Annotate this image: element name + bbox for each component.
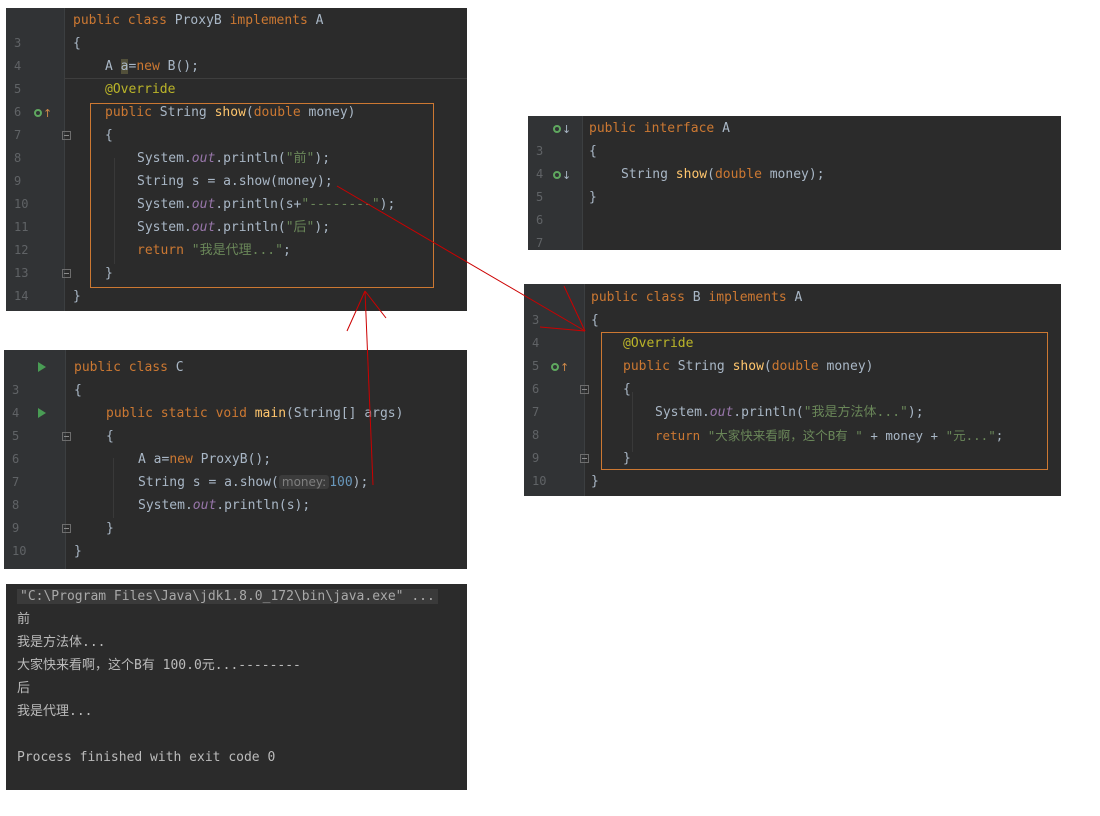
interface-a-editor-panel[interactable]: 3 ↓ public interface A 4 { 5 ↓ String sh… <box>528 116 1061 250</box>
override-gutter-icon[interactable]: ↑ <box>34 101 52 125</box>
code-line-6: 6 { <box>12 429 114 466</box>
code-line-9: 9 System.out.println(s); <box>12 498 311 535</box>
code-line-13: 13 return "我是代理..."; <box>14 243 291 280</box>
code-line-15: 15 } <box>73 289 81 304</box>
code-line-12: 12 System.out.println("后"); <box>14 220 331 257</box>
console-output-line: 大家快来看啊，这个B有 100.0元...-------- <box>17 658 301 673</box>
method-highlight-box <box>601 332 1048 470</box>
fold-icon[interactable] <box>62 131 71 140</box>
indent-guide <box>113 458 114 518</box>
fold-icon[interactable] <box>62 524 71 533</box>
code-line-9: 9 System.out.println("前"); <box>14 151 331 188</box>
class-name: B <box>692 290 701 305</box>
console-output-line: 后 <box>17 681 31 696</box>
code-line-6: 6 @Override <box>6 78 467 119</box>
code-line-10: 10 } <box>12 521 114 558</box>
interface-name: A <box>722 121 730 136</box>
code-line-6: 6 ↑ public String show(double money) <box>524 355 1061 396</box>
run-console-panel[interactable]: "C:\Program Files\Java\jdk1.8.0_172\bin\… <box>6 584 467 790</box>
code-line-6: 6 } <box>536 190 597 227</box>
override-annotation: @Override <box>623 336 694 351</box>
run-icon[interactable] <box>38 408 46 418</box>
fold-icon[interactable] <box>62 432 71 441</box>
method-separator <box>64 78 467 79</box>
fold-icon[interactable] <box>580 454 589 463</box>
implemented-gutter-icon[interactable]: ↓ <box>553 163 571 187</box>
implemented-gutter-icon[interactable]: ↓ <box>553 117 571 141</box>
console-exit-line: Process finished with exit code 0 <box>17 750 276 765</box>
line-number: 3 <box>14 36 22 50</box>
console-command-line: "C:\Program Files\Java\jdk1.8.0_172\bin\… <box>17 585 438 608</box>
code-line-4: 4 { <box>532 313 599 350</box>
proxyb-editor-panel[interactable]: 3 public class ProxyB implements A 4 { 5… <box>6 8 467 311</box>
console-output-line: 我是代理... <box>17 704 93 719</box>
code-line-3: 3 public class C <box>12 360 184 397</box>
fold-icon[interactable] <box>580 385 589 394</box>
method-highlight-box <box>90 103 434 288</box>
code-line-5: 5 A a=new B(); <box>14 59 199 96</box>
code-line-11: 11 } <box>591 474 599 489</box>
code-line-8: 8 String s = a.show(money:100); <box>12 475 369 512</box>
override-gutter-icon[interactable]: ↑ <box>551 355 569 379</box>
console-output-line: 前 <box>17 612 31 627</box>
console-output-line: 我是方法体... <box>17 635 106 650</box>
code-line-5: 5 public static void main(String[] args) <box>12 406 404 443</box>
caret-variable: a <box>120 59 129 74</box>
code-line-8: 8 System.out.println("我是方法体..."); <box>532 405 924 442</box>
code-line-3: 3 public class B implements A <box>532 290 803 327</box>
code-line-9: 9 return "大家快来看啊，这个B有 " + money + "元..."… <box>532 428 1004 465</box>
code-line-7: 7 A a=new ProxyB(); <box>12 452 272 489</box>
override-annotation: @Override <box>105 82 176 97</box>
line-gutter <box>6 8 65 311</box>
fold-icon[interactable] <box>62 269 71 278</box>
code-line-4: 4 { <box>536 144 597 181</box>
indent-guide <box>114 158 115 264</box>
indent-guide <box>632 392 633 452</box>
code-line-11: 11 } <box>12 544 82 569</box>
line-gutter <box>4 350 66 569</box>
code-line-5: 5 @Override <box>524 332 1061 373</box>
class-b-editor-panel[interactable]: 3 public class B implements A 4 { 5 @Ove… <box>524 284 1061 496</box>
run-icon[interactable] <box>38 362 46 372</box>
class-name: C <box>175 360 184 375</box>
class-c-editor-panel[interactable]: 3 public class C 4 { 5 public static voi… <box>4 350 467 569</box>
code-line-10: 10 String s = a.show(money); <box>14 174 333 211</box>
code-line-4: 4 { <box>14 36 81 73</box>
code-line-5: 5 ↓ String show(double money); <box>528 163 1061 204</box>
code-line-3: 3 public class ProxyB implements A <box>6 9 467 50</box>
code-line-10: 10 } <box>532 451 631 488</box>
code-line-4: 4 { <box>12 383 82 420</box>
class-name: ProxyB <box>174 13 222 28</box>
code-line-8: 8 { <box>14 128 113 165</box>
parameter-hint: money: <box>278 475 330 489</box>
code-line-14: 14 } <box>14 266 113 303</box>
code-line-7: 7 <box>536 236 544 250</box>
code-line-7: 7 { <box>532 382 631 419</box>
code-line-3: 3 ↓ public interface A <box>528 117 1061 158</box>
code-line-7: 7 ↑ public String show(double money) <box>6 101 467 142</box>
